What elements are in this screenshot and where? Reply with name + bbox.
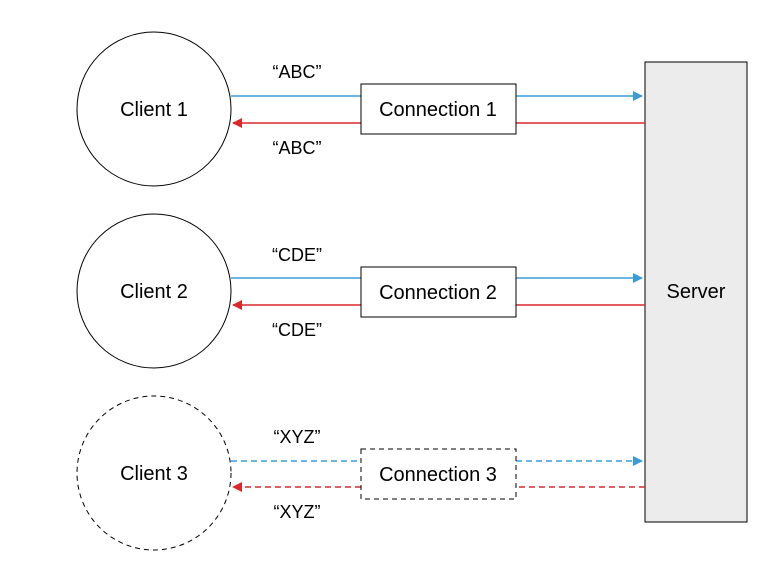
server-label: Server (667, 281, 726, 303)
sent-message-1: “ABC” (273, 62, 322, 82)
client-3-label: Client 3 (120, 463, 188, 485)
sent-message-2: “CDE” (272, 245, 322, 265)
received-message-1: “ABC” (273, 138, 322, 158)
sent-message-3: “XYZ” (274, 427, 321, 447)
received-message-2: “CDE” (272, 320, 322, 340)
client-1-label: Client 1 (120, 99, 188, 121)
client-1-circle (76, 31, 232, 187)
client-row-2: Client 2 Connection 2 “CDE” “CDE” (76, 213, 645, 369)
received-message-3: “XYZ” (274, 502, 321, 522)
connection-3-box (360, 448, 517, 500)
connection-1-label: Connection 1 (379, 99, 497, 121)
client-2-circle (76, 213, 232, 369)
client-2-label: Client 2 (120, 281, 188, 303)
client-row-3: Client 3 Connection 3 “XYZ” “XYZ” (76, 395, 645, 551)
connection-2-box (360, 266, 517, 318)
client-3-circle (76, 395, 232, 551)
server-box (644, 61, 748, 523)
connection-1-box (360, 83, 517, 135)
connection-3-label: Connection 3 (379, 464, 497, 486)
server-node: Server (644, 61, 748, 523)
connection-2-label: Connection 2 (379, 282, 497, 304)
client-row-1: Client 1 Connection 1 “ABC” “ABC” (76, 31, 645, 187)
